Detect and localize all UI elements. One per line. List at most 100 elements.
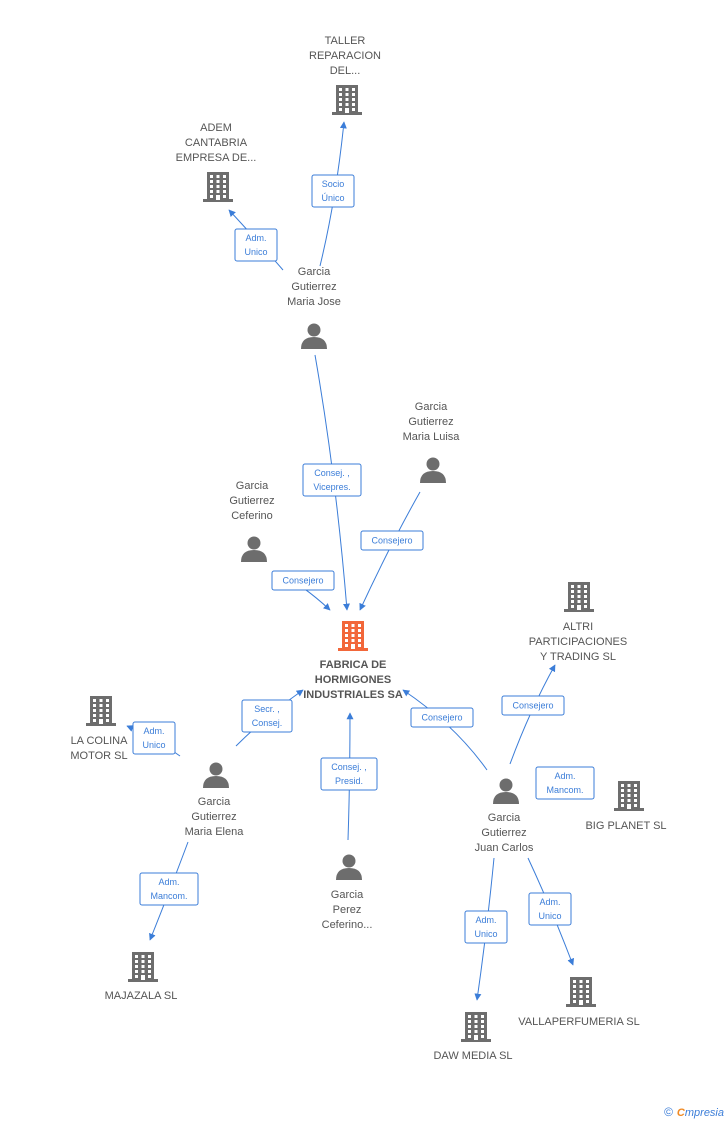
edge-label-box: [535, 766, 595, 800]
edge-label-text: Socio: [322, 179, 345, 189]
node-label: Y TRADING SL: [540, 651, 616, 663]
edge-jcarlos-vallaperfumeria: Adm.Unico: [527, 857, 575, 966]
edge-label-box: [132, 721, 176, 755]
node-dawmedia[interactable]: DAW MEDIA SL: [433, 1012, 513, 1062]
node-perez[interactable]: GarciaPerezCeferino...: [322, 854, 373, 932]
edge-line: [359, 491, 421, 611]
node-majazala[interactable]: MAJAZALA SL: [105, 952, 178, 1002]
edge-label-box: [234, 228, 278, 262]
edge-label-box: [528, 892, 572, 926]
person-icon: [301, 323, 327, 349]
node-label: MAJAZALA SL: [105, 990, 178, 1002]
node-label: BIG PLANET SL: [585, 820, 666, 832]
edge-label-text: Consej. ,: [331, 762, 367, 772]
edge-label-text: Presid.: [335, 776, 363, 786]
node-label: Garcia: [488, 812, 521, 824]
node-lacolina[interactable]: LA COLINA MOTOR SL: [70, 696, 128, 762]
building-icon: [461, 1012, 491, 1042]
node-label: HORMIGONES: [315, 674, 391, 686]
edge-label-text: Adm.: [158, 877, 179, 887]
edge-label-text: Mancom.: [150, 891, 187, 901]
edge-label-box: [241, 699, 293, 733]
node-taller[interactable]: TALLER REPARACION DEL...: [309, 35, 381, 115]
edge-label-text: Consej. ,: [314, 468, 350, 478]
building-icon: [338, 621, 368, 651]
building-icon: [566, 977, 596, 1007]
node-label: Garcia: [415, 401, 448, 413]
empresia-logo: ©Cmpresia: [664, 1105, 724, 1119]
person-icon: [420, 457, 446, 483]
node-label: REPARACION: [309, 50, 381, 62]
node-label: Perez: [333, 904, 362, 916]
node-label: Juan Carlos: [475, 842, 534, 854]
node-label: Gutierrez: [229, 495, 274, 507]
edge-label-text: Consejero: [282, 576, 323, 586]
edge-label-text: Adm.: [539, 897, 560, 907]
edge-label-text: Consej.: [252, 718, 283, 728]
node-main[interactable]: FABRICA DE HORMIGONES INDUSTRIALES SA: [303, 621, 403, 701]
node-altri[interactable]: ALTRI PARTICIPACIONES Y TRADING SL: [529, 582, 627, 663]
edge-label-text: Secr. ,: [254, 704, 280, 714]
edge-label-text: Adm.: [554, 771, 575, 781]
node-label: ADEM: [200, 122, 232, 134]
edge-jcarlos-altri: Consejero: [501, 664, 565, 765]
person-icon: [241, 536, 267, 562]
node-label: TALLER: [325, 35, 366, 47]
node-label: Garcia: [298, 266, 331, 278]
edge-label-box: [271, 570, 335, 591]
edge-label-text: Adm.: [245, 233, 266, 243]
edge-label-box: [139, 872, 199, 906]
brand-name: mpresia: [684, 1107, 724, 1119]
node-label: CANTABRIA: [185, 137, 248, 149]
edge-melena-lacolina: Adm.Unico: [126, 721, 181, 757]
node-label: Garcia: [198, 796, 231, 808]
node-label: PARTICIPACIONES: [529, 636, 627, 648]
edge-ceferino-main: Consejero: [271, 570, 335, 611]
node-label: INDUSTRIALES SA: [303, 689, 403, 701]
edge-label-box: [320, 757, 378, 791]
node-label: Maria Jose: [287, 296, 341, 308]
building-icon: [128, 952, 158, 982]
node-label: Garcia: [236, 480, 269, 492]
person-icon: [336, 854, 362, 880]
edge-label-text: Adm.: [143, 726, 164, 736]
node-label: Ceferino...: [322, 919, 373, 931]
node-label: Maria Luisa: [403, 431, 461, 443]
edge-jcarlos-dawmedia: Adm.Unico: [464, 857, 508, 1001]
edge-jcarlos-bigplanet: Adm.Mancom.: [535, 766, 595, 800]
person-icon: [203, 762, 229, 788]
node-adem[interactable]: ADEM CANTABRIA EMPRESA DE...: [176, 122, 257, 202]
node-vallaperfumeria[interactable]: VALLAPERFUMERIA SL: [518, 977, 640, 1028]
node-label: EMPRESA DE...: [176, 152, 257, 164]
node-label: ALTRI: [563, 621, 593, 633]
edge-melena-main: Secr. , Consej.: [235, 689, 304, 747]
edge-label-box: [360, 530, 424, 551]
edge-label-text: Vicepres.: [313, 482, 350, 492]
edge-label-text: Consejero: [512, 701, 553, 711]
edge-label-text: Unico: [474, 929, 497, 939]
node-label: Gutierrez: [481, 827, 526, 839]
building-icon: [203, 172, 233, 202]
edge-label-text: Consejero: [371, 536, 412, 546]
edge-label-box: [311, 174, 355, 208]
node-label: DEL...: [330, 65, 361, 77]
edge-label-box: [302, 463, 362, 497]
node-label: Gutierrez: [408, 416, 453, 428]
building-icon: [86, 696, 116, 726]
nodes-layer: FABRICA DE HORMIGONES INDUSTRIALES SA TALLE…: [70, 35, 666, 1062]
node-label: MOTOR SL: [70, 750, 127, 762]
building-icon: [564, 582, 594, 612]
edge-mjose-adem: Adm.Unico: [228, 209, 284, 271]
node-bigplanet[interactable]: BIG PLANET SL: [585, 781, 667, 832]
node-label: DAW MEDIA SL: [433, 1050, 512, 1062]
edge-mjose-main: Consej. , Vicepres.: [302, 354, 362, 611]
node-label: LA COLINA: [71, 735, 129, 747]
node-label: FABRICA DE: [320, 659, 387, 671]
